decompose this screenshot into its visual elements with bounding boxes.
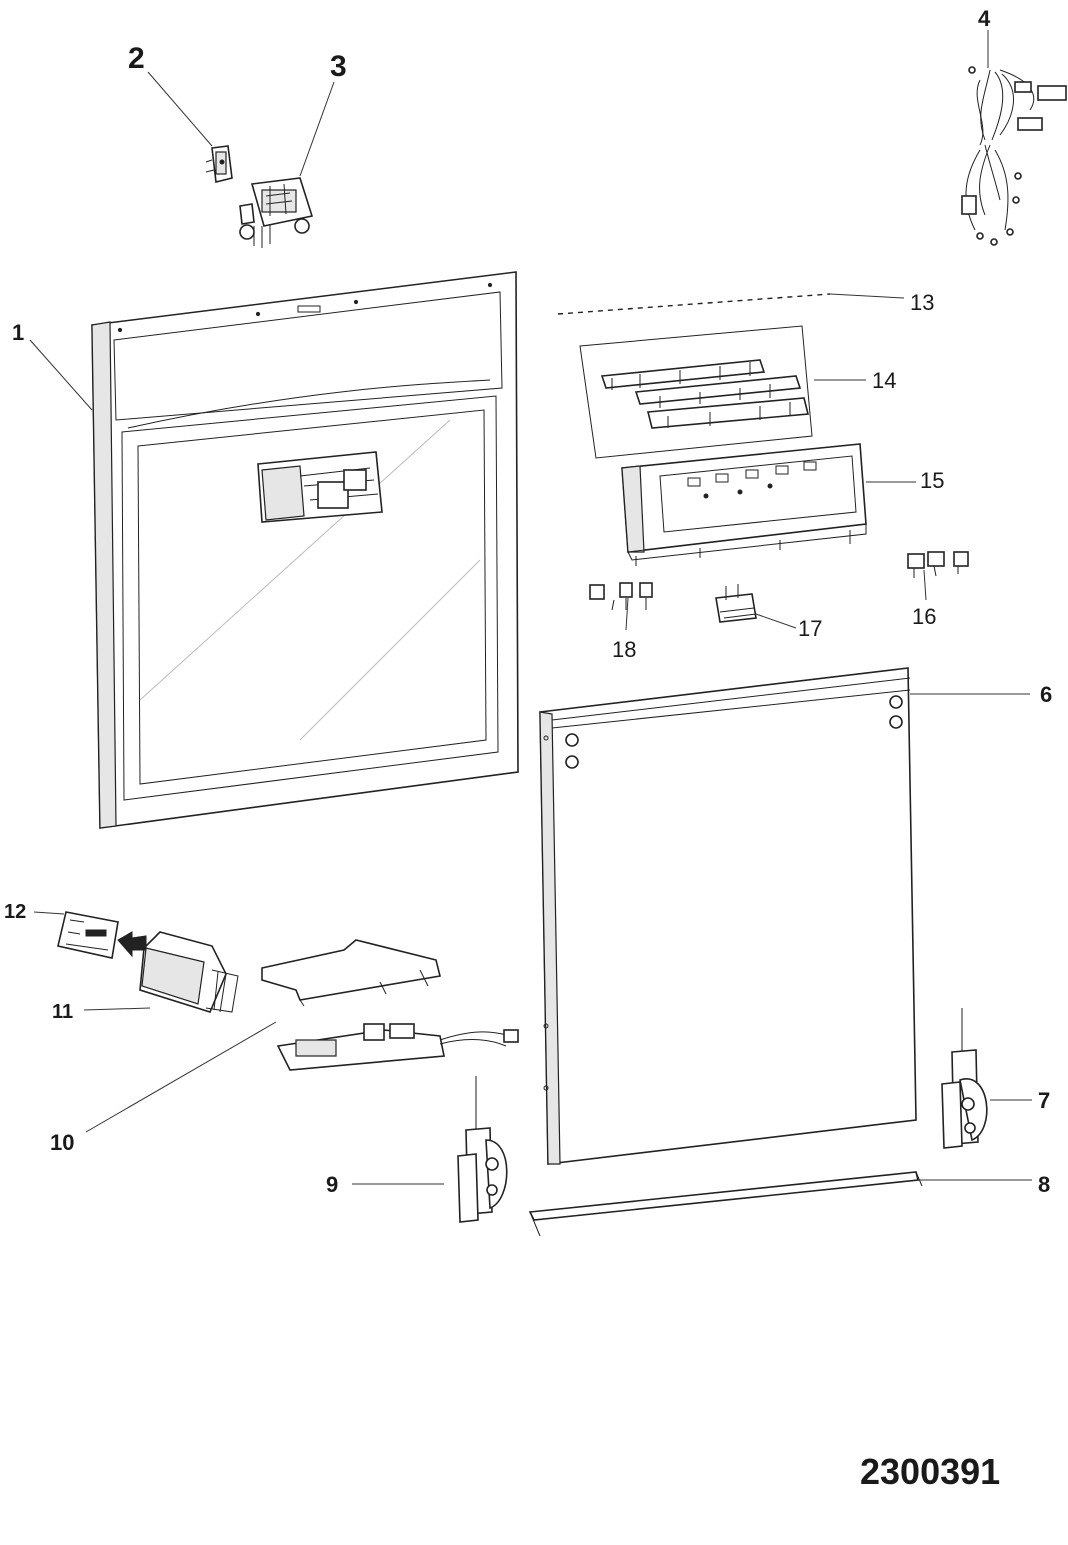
part-16-push-button[interactable] — [907, 551, 969, 578]
part-14-control-board[interactable] — [579, 325, 813, 459]
part-1-inner-door[interactable] — [91, 271, 519, 829]
callout-12: 12 — [4, 901, 26, 923]
callout-1: 1 — [12, 320, 24, 345]
part-7-right-hinge[interactable] — [941, 1008, 988, 1149]
callout-9: 9 — [326, 1172, 338, 1197]
callout-15: 15 — [920, 468, 944, 493]
callout-14: 14 — [872, 368, 896, 393]
part-15-control-panel[interactable] — [621, 443, 867, 566]
callout-17: 17 — [798, 616, 822, 641]
callout-2: 2 — [128, 42, 145, 75]
callout-4: 4 — [978, 6, 991, 31]
part-8-bottom-rod[interactable] — [528, 1171, 923, 1237]
callout-18: 18 — [612, 637, 636, 662]
part-3-door-lock[interactable] — [239, 177, 314, 248]
callout-6: 6 — [1040, 682, 1052, 707]
callout-16: 16 — [912, 604, 936, 629]
part-17-selector[interactable] — [715, 584, 757, 623]
part-9-left-hinge[interactable] — [457, 1076, 508, 1223]
part-11-dispenser[interactable] — [117, 931, 239, 1013]
part-10-electronic-module[interactable] — [261, 939, 519, 1071]
callout-10: 10 — [50, 1130, 74, 1155]
part-2-switch[interactable] — [205, 145, 233, 183]
part-6-outer-door-panel[interactable] — [539, 667, 917, 1165]
part-4-wiring-harness[interactable] — [961, 66, 1067, 246]
callout-labels: 2 3 4 1 13 14 15 16 17 18 6 12 11 7 10 9… — [4, 6, 1052, 1197]
drawing-number: 2300391 — [860, 1451, 1000, 1492]
part-12-label-plate[interactable] — [57, 911, 119, 959]
part-18-buttons[interactable] — [589, 582, 653, 611]
callout-8: 8 — [1038, 1172, 1050, 1197]
part-13-trim-strip[interactable] — [557, 293, 831, 315]
callout-3: 3 — [330, 50, 347, 83]
callout-13: 13 — [910, 290, 934, 315]
callout-7: 7 — [1038, 1088, 1050, 1113]
callout-11: 11 — [52, 1001, 73, 1023]
leader-lines — [29, 30, 1032, 1185]
